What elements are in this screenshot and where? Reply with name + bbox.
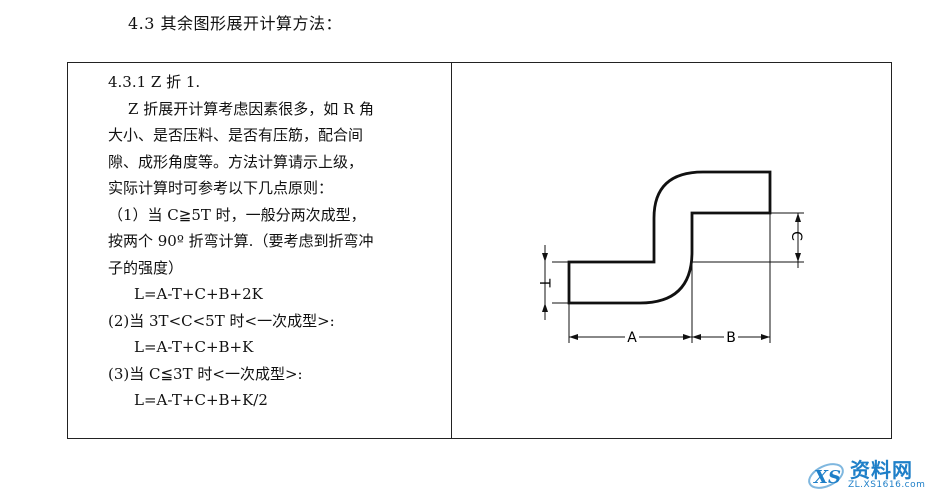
b-arrow-left — [692, 334, 701, 340]
section-heading: 4.3 其余图形展开计算方法： — [128, 14, 343, 33]
text-line: 按两个 90º 折弯计算.（要考虑到折弯冲 — [108, 232, 374, 250]
b-arrow-right — [761, 334, 770, 340]
z-bend-diagram: T C A B — [536, 170, 804, 346]
text-line: 实际计算时可参考以下几点原则： — [108, 179, 334, 197]
a-label: A — [627, 330, 637, 346]
text-line: 大小、是否压料、是否有压筋，配合间 — [108, 126, 364, 144]
subsection-title: 4.3.1 Z 折 1. — [108, 73, 201, 91]
t-label: T — [536, 278, 552, 288]
text-line: 隙、成形角度等。方法计算请示上级， — [108, 152, 364, 171]
text-line: (2)当 3T<C<5T 时<一次成型>: — [108, 311, 335, 330]
text-line: (3)当 C≦3T 时<一次成型>: — [108, 364, 303, 383]
c-label: C — [788, 231, 804, 241]
column-divider — [451, 63, 452, 438]
z-bend-outline — [567, 170, 772, 305]
t-arrow-top — [542, 253, 548, 262]
c-arrow-top — [795, 213, 801, 222]
text-cell: 4.3.1 Z 折 1. Z 折展开计算考虑因素很多，如 R 角 大小、是否压料… — [108, 69, 438, 414]
formula-line: L=A-T+C+B+K/2 — [134, 391, 268, 409]
watermark-url: ZL.XS1616.com — [848, 480, 926, 490]
c-arrow-bottom — [795, 253, 801, 262]
svg-text:XS: XS — [813, 467, 841, 488]
watermark: XS 资料网 ZL.XS1616.com — [804, 452, 934, 498]
formula-line: L=A-T+C+B+2K — [134, 285, 263, 303]
text-line: 子的强度） — [108, 258, 184, 277]
watermark-text: 资料网 — [850, 458, 913, 482]
formula-line: L=A-T+C+B+K — [134, 338, 254, 356]
watermark-logo-icon: XS — [808, 463, 844, 489]
text-line: Z 折展开计算考虑因素很多，如 R 角 — [128, 99, 375, 118]
t-arrow-bottom — [542, 303, 548, 312]
a-arrow-left — [569, 334, 578, 340]
content-table: 4.3.1 Z 折 1. Z 折展开计算考虑因素很多，如 R 角 大小、是否压料… — [67, 62, 892, 439]
b-label: B — [726, 330, 736, 346]
a-arrow-right — [683, 334, 692, 340]
text-line: （1）当 C≧5T 时，一般分两次成型， — [108, 205, 366, 224]
